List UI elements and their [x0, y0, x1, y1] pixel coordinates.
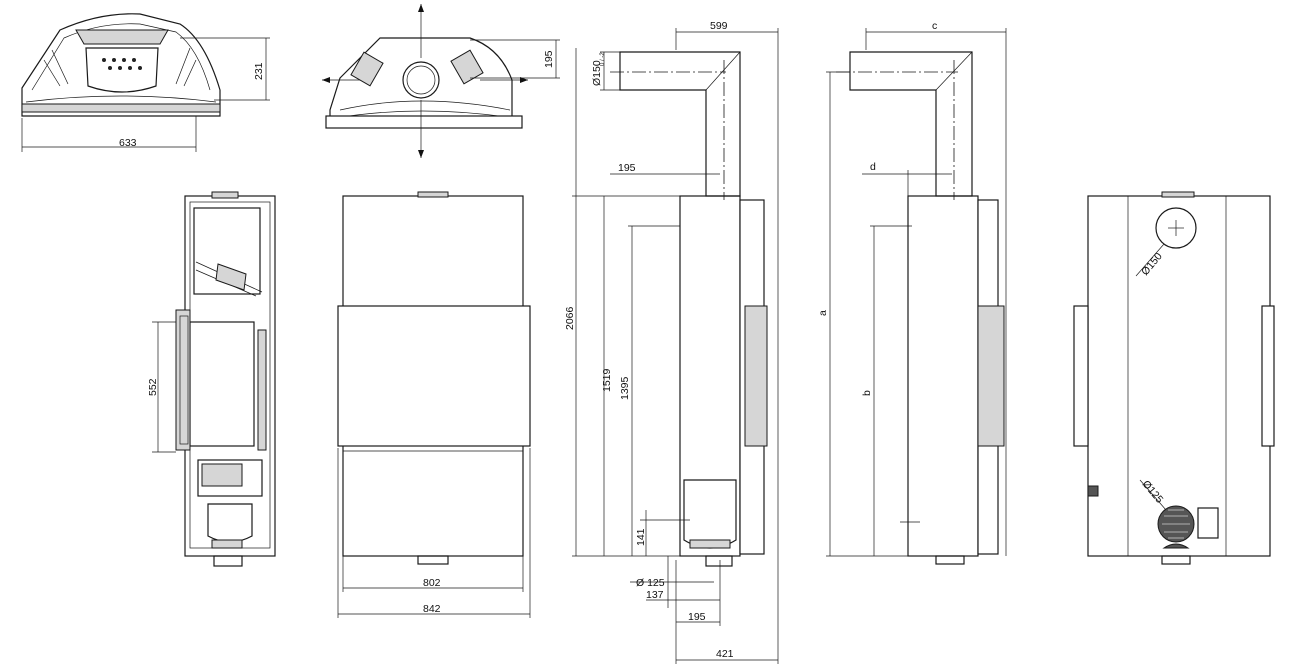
front-view: 802 842: [337, 191, 531, 618]
dim-1519: 1519: [601, 368, 613, 392]
rear-phi150: Ø150: [1139, 250, 1165, 278]
var-d: d: [870, 161, 876, 173]
top-view-firebox: 633 231: [21, 13, 270, 152]
dim-195-top: 195: [543, 50, 555, 68]
var-a: a: [817, 310, 829, 316]
dim-802: 802: [423, 577, 441, 589]
side-view-dimensioned: 599 Ø150 0 / -2 195 2066 1519 1395 141 Ø…: [564, 20, 779, 664]
dim-633: 633: [119, 137, 137, 149]
rear-phi125: Ø125: [1140, 478, 1166, 506]
dim-421: 421: [716, 648, 734, 660]
var-c: c: [932, 20, 937, 32]
dim-231: 231: [253, 62, 265, 80]
dim-137: 137: [646, 589, 664, 601]
var-b: b: [861, 390, 873, 396]
dim-599: 599: [710, 20, 728, 32]
dim-phi150-tolerance: 0 / -2: [600, 52, 606, 66]
dim-1395: 1395: [619, 376, 631, 400]
rear-view: Ø150 Ø125: [1073, 191, 1275, 565]
dim-phi150: Ø150: [591, 60, 603, 86]
dim-141: 141: [635, 528, 647, 546]
dim-195-bottom: 195: [688, 611, 706, 623]
dim-552: 552: [147, 378, 159, 396]
dim-842: 842: [423, 603, 441, 615]
dim-195-side: 195: [618, 162, 636, 174]
side-view-variables: c d a b: [817, 20, 1007, 565]
dim-2066: 2066: [564, 306, 576, 330]
dim-phi125-side: Ø 125: [636, 577, 665, 589]
side-section-view: 552: [147, 191, 276, 567]
top-view-hood: 195: [322, 4, 560, 158]
